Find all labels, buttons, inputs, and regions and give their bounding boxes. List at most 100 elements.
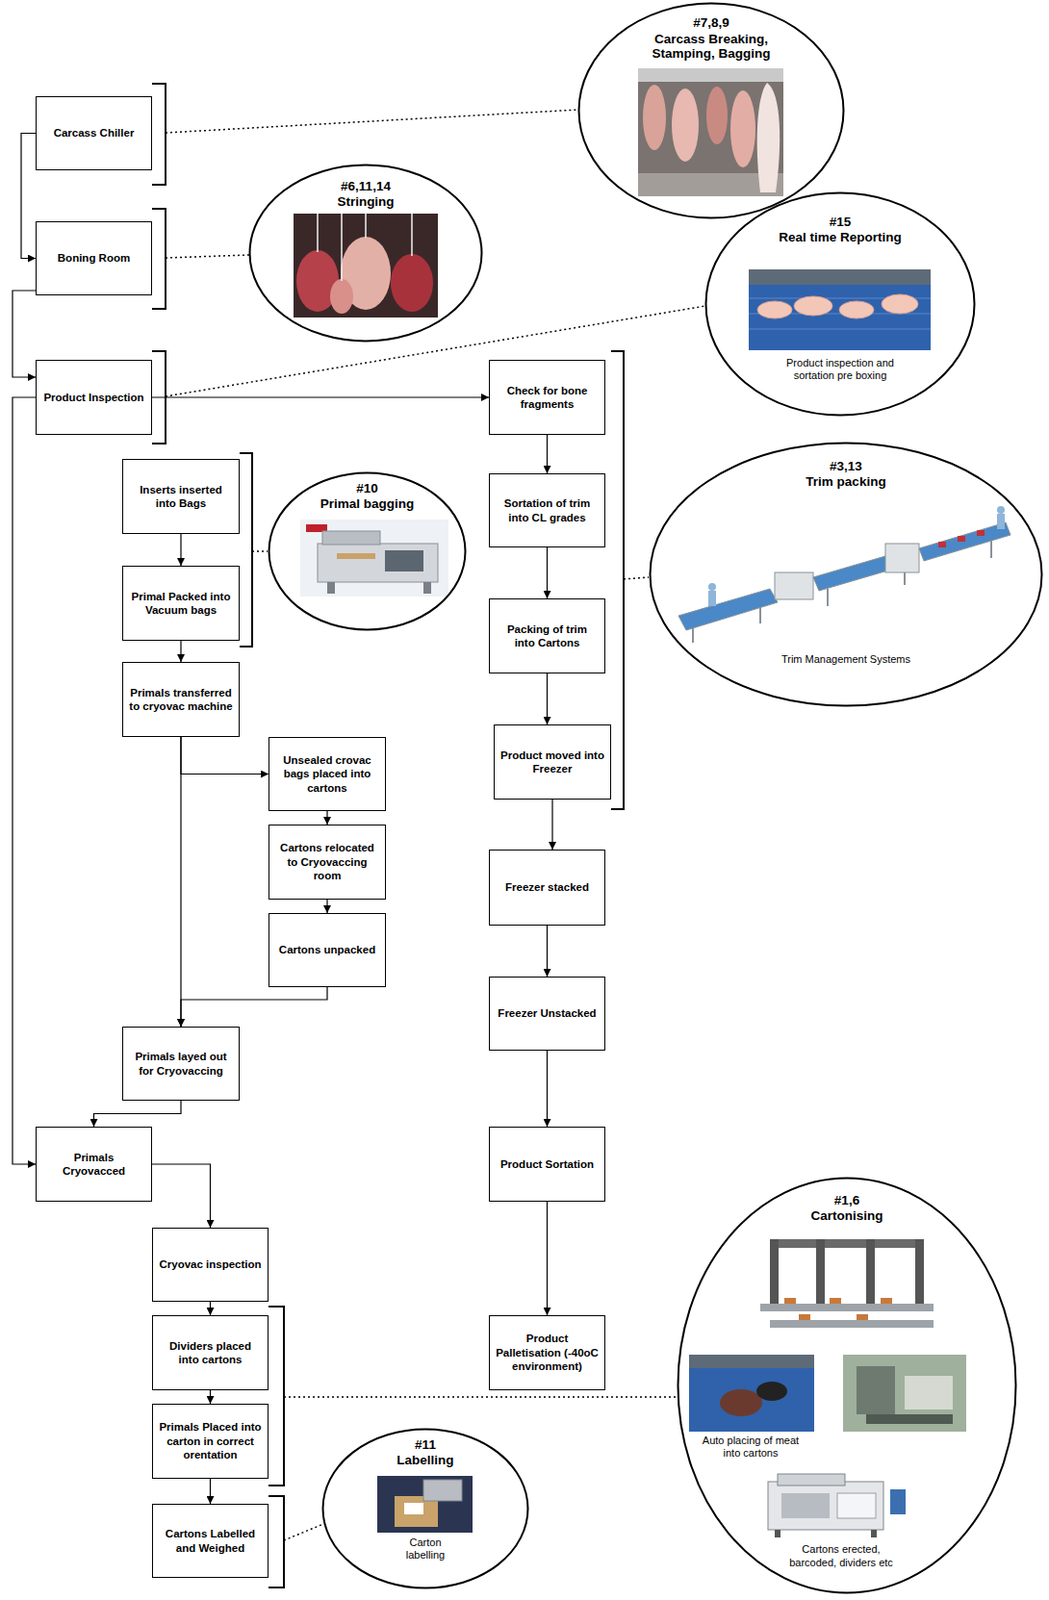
machine	[885, 543, 920, 573]
callout-circle: #6,11,14Stringing	[248, 163, 484, 343]
step-label: Cartons Labelled and Weighed	[158, 1527, 262, 1556]
flow-arrow	[179, 640, 181, 663]
flow-arrow	[179, 534, 181, 566]
machine-leg	[423, 582, 432, 594]
carton-label	[404, 1503, 424, 1515]
carcass	[330, 279, 354, 314]
photo-ground	[377, 1476, 473, 1534]
process-box: Freezer Unstacked	[488, 976, 606, 1051]
image-caption: Product inspection and sortation pre box…	[767, 357, 913, 383]
callout-title: Primal bagging	[300, 496, 435, 512]
group-bracket	[152, 208, 166, 309]
group-bracket	[239, 453, 253, 647]
step-label: Inserts inserted into Bags	[128, 483, 233, 512]
callout-circle: #3,13Trim packingTrim Management Systems	[648, 441, 1044, 708]
conveyor-legs	[692, 540, 992, 643]
image-caption: Carton labelling	[396, 1536, 455, 1562]
leader-line	[252, 550, 268, 553]
gripper	[756, 1381, 788, 1402]
step-label: Product Inspection	[43, 390, 144, 405]
callout-number: #3,13	[807, 459, 885, 475]
callout-number: #15	[801, 214, 879, 231]
process-box: Primals transferred to cryovac machine	[122, 662, 240, 738]
machine-photo	[843, 1355, 967, 1433]
process-box: Unsealed crovac bags placed into cartons	[268, 737, 386, 812]
callout-title: Carcass Breaking, Stamping, Bagging	[629, 31, 794, 62]
circle-outline	[676, 1176, 1018, 1595]
step-label: Freezer stacked	[505, 880, 589, 895]
process-box: Product Sortation	[488, 1126, 606, 1203]
callout-number: #11	[396, 1437, 455, 1454]
leader-line	[165, 109, 579, 133]
flow-arrow	[152, 396, 489, 398]
callout-circle: #10Primal bagging	[267, 471, 467, 632]
carton-erector	[777, 1474, 845, 1486]
fillet	[839, 301, 874, 319]
flow-arrow	[12, 290, 36, 378]
leader-line	[283, 1396, 678, 1399]
callout-title: Trim packing	[768, 474, 923, 490]
photo-ground	[300, 519, 449, 597]
worker	[997, 513, 1005, 530]
callout-title: Stringing	[307, 194, 424, 210]
carton	[798, 1314, 811, 1321]
carton	[829, 1298, 842, 1305]
flow-arrow	[546, 434, 548, 474]
tray	[976, 530, 985, 537]
process-box: Primals Placed into carton in correct or…	[152, 1404, 269, 1480]
step-label: Freezer Unstacked	[497, 1006, 596, 1021]
process-box: Boning Room	[35, 221, 153, 296]
conveyor	[813, 556, 892, 591]
fillet	[881, 294, 919, 314]
gantry-post	[866, 1239, 875, 1307]
callout-number: #10	[338, 481, 397, 497]
callout-circle: #15Real time ReportingProduct inspection…	[704, 191, 976, 417]
rail	[638, 68, 784, 82]
callout-circle: #11LabellingCarton labelling	[321, 1428, 530, 1590]
gantry-post	[915, 1239, 924, 1307]
flow-arrow	[209, 1302, 211, 1316]
process-box: Cartons relocated to Cryovaccing room	[268, 824, 386, 900]
machine-top	[322, 531, 381, 545]
flow-arrow	[152, 1164, 211, 1229]
leader-line	[623, 577, 649, 580]
conveyor-photo	[748, 269, 931, 351]
fillet	[757, 301, 793, 319]
callout-number: #7,8,9	[672, 15, 750, 31]
carcass	[671, 88, 699, 162]
circle-outline	[250, 165, 483, 342]
callout-circle: #1,6CartonisingAuto placing of meat into…	[676, 1176, 1018, 1595]
machine-body	[317, 543, 438, 583]
gantry-beam	[769, 1239, 924, 1249]
carton	[880, 1298, 893, 1305]
flow-arrow	[546, 547, 548, 599]
process-box: Inserts inserted into Bags	[122, 459, 240, 535]
machine-leg	[327, 582, 335, 594]
flow-arrow	[546, 673, 548, 725]
flow-arrow	[326, 811, 328, 825]
conveyor	[748, 269, 931, 351]
labelling-photo	[377, 1476, 473, 1534]
conveyor	[919, 522, 1011, 562]
circle-outline	[650, 443, 1043, 707]
process-box: Cryovac inspection	[152, 1228, 269, 1303]
machine-part	[856, 1366, 896, 1415]
conveyor	[678, 588, 778, 631]
process-box: Cartons unpacked	[268, 913, 386, 988]
flow-arrow	[209, 1479, 211, 1505]
circle-outline	[678, 1178, 1017, 1594]
bagging-machine-photo	[300, 519, 449, 597]
flow-arrow	[180, 737, 269, 775]
group-bracket	[268, 1496, 284, 1588]
primal	[336, 553, 376, 560]
carcass	[730, 90, 756, 168]
carcass	[757, 82, 781, 193]
step-label: Primals transferred to cryovac machine	[128, 686, 233, 715]
machine-part	[837, 1493, 876, 1519]
flow-arrow	[180, 987, 328, 1027]
conveyor	[769, 1320, 934, 1329]
machine-leg	[870, 1530, 877, 1538]
meat-piece	[719, 1389, 763, 1417]
